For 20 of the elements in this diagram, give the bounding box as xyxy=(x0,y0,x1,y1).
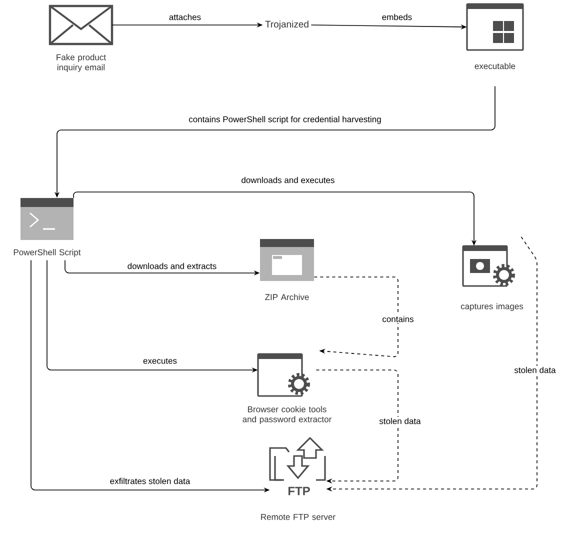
node-caption: Browser cookie tools and password extractor xyxy=(242,406,332,424)
edge-label: downloads and executes xyxy=(240,176,336,184)
node-caption: executable xyxy=(474,62,516,70)
edge-label: stolen data xyxy=(378,416,422,426)
node-caption: Remote FTP server xyxy=(261,514,336,520)
edge-label: embeds xyxy=(380,12,414,22)
node-caption: PowerShell Script xyxy=(14,249,81,257)
node-label: Trojanized xyxy=(265,20,308,30)
edge-label: contains xyxy=(381,314,415,324)
arrow xyxy=(316,370,398,484)
node-caption: captures images xyxy=(460,303,524,311)
node-caption: ZIP Archive xyxy=(265,294,309,300)
edge-label: downloads and extracts xyxy=(126,262,218,270)
edge-label: contains PowerShell script for credential harvesting xyxy=(188,115,382,125)
node-caption: Fake product inquiry email xyxy=(56,54,106,72)
edge-label: stolen data xyxy=(513,366,557,374)
edge-label: executes xyxy=(142,357,178,365)
arrow xyxy=(314,276,398,358)
edge-label: exfiltrates stolen data xyxy=(108,476,192,486)
edge-label: attaches xyxy=(168,12,202,22)
